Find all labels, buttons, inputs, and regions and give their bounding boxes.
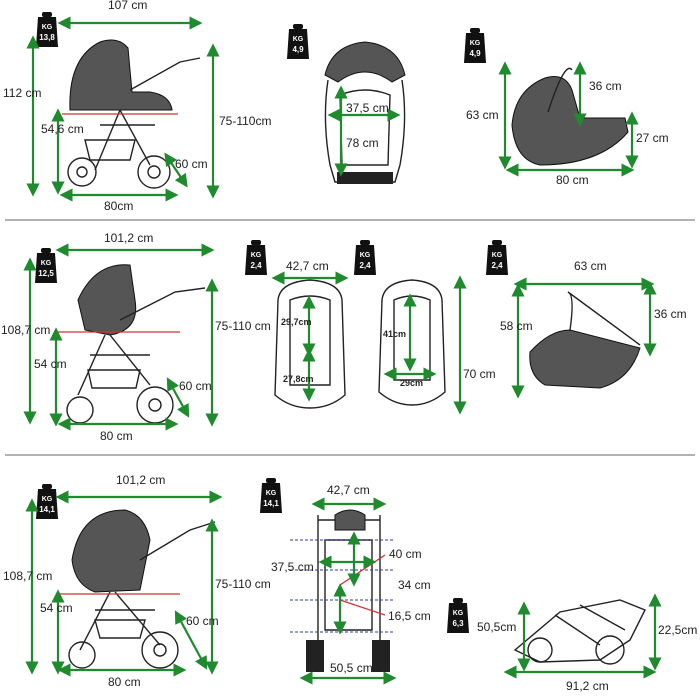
weight-unit: KG xyxy=(293,36,304,43)
cot-length-label: 80 cm xyxy=(556,173,589,187)
carrycot-illustration xyxy=(511,67,629,166)
carseat-width-label: 42,7 cm xyxy=(286,259,329,273)
carseat-seat-label: 29cm xyxy=(400,378,423,388)
weight-value: 4,9 xyxy=(292,45,304,54)
wheel-label: 60 cm xyxy=(186,614,219,628)
wheel-dimension xyxy=(166,377,190,418)
front-d-label: 16,5 cm xyxy=(388,609,431,623)
handle-height-label: 75-110cm xyxy=(219,114,271,128)
weight-icon: KG 4,9 xyxy=(464,28,486,63)
front-a-label: 40 cm xyxy=(389,547,422,561)
width-label: 101,2 cm xyxy=(116,473,165,487)
weight-value: 2,4 xyxy=(491,261,503,270)
width-label: 107 cm xyxy=(108,0,147,12)
travel-system-illustration xyxy=(55,264,206,424)
cot-depth-label: 27 cm xyxy=(636,131,669,145)
front-width-label: 42,7 cm xyxy=(327,483,370,497)
cot-height-label: 63 cm xyxy=(466,108,499,122)
base-width-label: 80 cm xyxy=(100,429,133,443)
front-b-label: 37,5 cm xyxy=(271,560,314,574)
weight-unit: KG xyxy=(266,490,277,497)
handle-height-label: 75-110 cm xyxy=(215,577,271,591)
weight-icon: KG 6,3 xyxy=(447,598,469,633)
weight-value: 14,1 xyxy=(263,499,279,508)
weight-unit: KG xyxy=(41,260,52,267)
carseat-inner-bottom-label: 27,8cm xyxy=(283,374,314,384)
handle-height-label: 75-110 cm xyxy=(215,319,271,333)
weight-value: 12,5 xyxy=(38,269,54,278)
weight-unit: KG xyxy=(492,252,503,259)
weight-icon: KG 13,8 xyxy=(36,12,58,47)
cot-hood-label: 36 cm xyxy=(589,79,622,93)
height-label: 112 cm xyxy=(3,86,41,100)
stroller-front-illustration xyxy=(290,509,395,672)
width-label: 101,2 cm xyxy=(104,231,153,245)
side-length-label: 63 cm xyxy=(574,259,607,273)
weight-icon: KG 2,4 xyxy=(486,240,508,275)
weight-unit: KG xyxy=(251,252,262,259)
base-width-label: 80cm xyxy=(104,199,133,213)
seat-height-label: 54,6 cm xyxy=(41,122,84,136)
folded-height-left-label: 50,5cm xyxy=(477,620,516,634)
base-width-label: 80 cm xyxy=(108,675,141,689)
side-height-label: 58 cm xyxy=(500,319,533,333)
car-seat-illustration xyxy=(378,279,446,406)
weight-unit: KG xyxy=(360,252,371,259)
seat-height-label: 54 cm xyxy=(40,601,73,615)
wheel-dimension xyxy=(174,610,208,670)
folded-frame-illustration xyxy=(513,599,646,665)
folded-height-right-label: 22,5cm xyxy=(658,623,697,637)
weight-unit: KG xyxy=(470,40,481,47)
wheel-label: 60 cm xyxy=(179,379,212,393)
wheel-dimension xyxy=(164,152,188,188)
carseat-back-label: 41cm xyxy=(383,329,406,339)
weight-value: 2,4 xyxy=(250,261,262,270)
weight-icon: KG 14,1 xyxy=(36,484,58,519)
weight-unit: KG xyxy=(42,496,53,503)
weight-value: 13,8 xyxy=(39,33,55,42)
car-seat-side-illustration xyxy=(529,291,641,389)
height-label: 108,7 cm xyxy=(1,323,50,337)
seat-width-label: 37,5 cm xyxy=(346,101,389,115)
weight-value: 14,1 xyxy=(39,505,55,514)
folded-length-label: 91,2 cm xyxy=(566,679,609,693)
seat-length-label: 78 cm xyxy=(346,136,379,150)
weight-icon: KG 2,4 xyxy=(245,240,267,275)
weight-value: 4,9 xyxy=(469,49,481,58)
weight-unit: KG xyxy=(42,24,53,31)
weight-unit: KG xyxy=(453,610,464,617)
front-base-label: 50,5 cm xyxy=(330,661,373,675)
side-handle-label: 36 cm xyxy=(654,307,687,321)
carseat-height-label: 70 cm xyxy=(463,367,496,381)
height-label: 108,7 cm xyxy=(3,569,52,583)
weight-icon: KG 4,9 xyxy=(287,24,309,59)
carseat-inner-top-label: 29,7cm xyxy=(281,317,312,327)
weight-icon: KG 12,5 xyxy=(35,248,57,283)
weight-icon: KG 14,1 xyxy=(260,478,282,513)
seat-unit-illustration xyxy=(324,41,406,184)
front-c-label: 34 cm xyxy=(398,578,431,592)
sport-stroller-illustration xyxy=(56,509,216,669)
weight-value: 6,3 xyxy=(452,619,464,628)
wheel-label: 60 cm xyxy=(175,157,208,171)
weight-value: 2,4 xyxy=(359,261,371,270)
seat-height-label: 54 cm xyxy=(34,357,67,371)
weight-icon: KG 2,4 xyxy=(354,240,376,275)
